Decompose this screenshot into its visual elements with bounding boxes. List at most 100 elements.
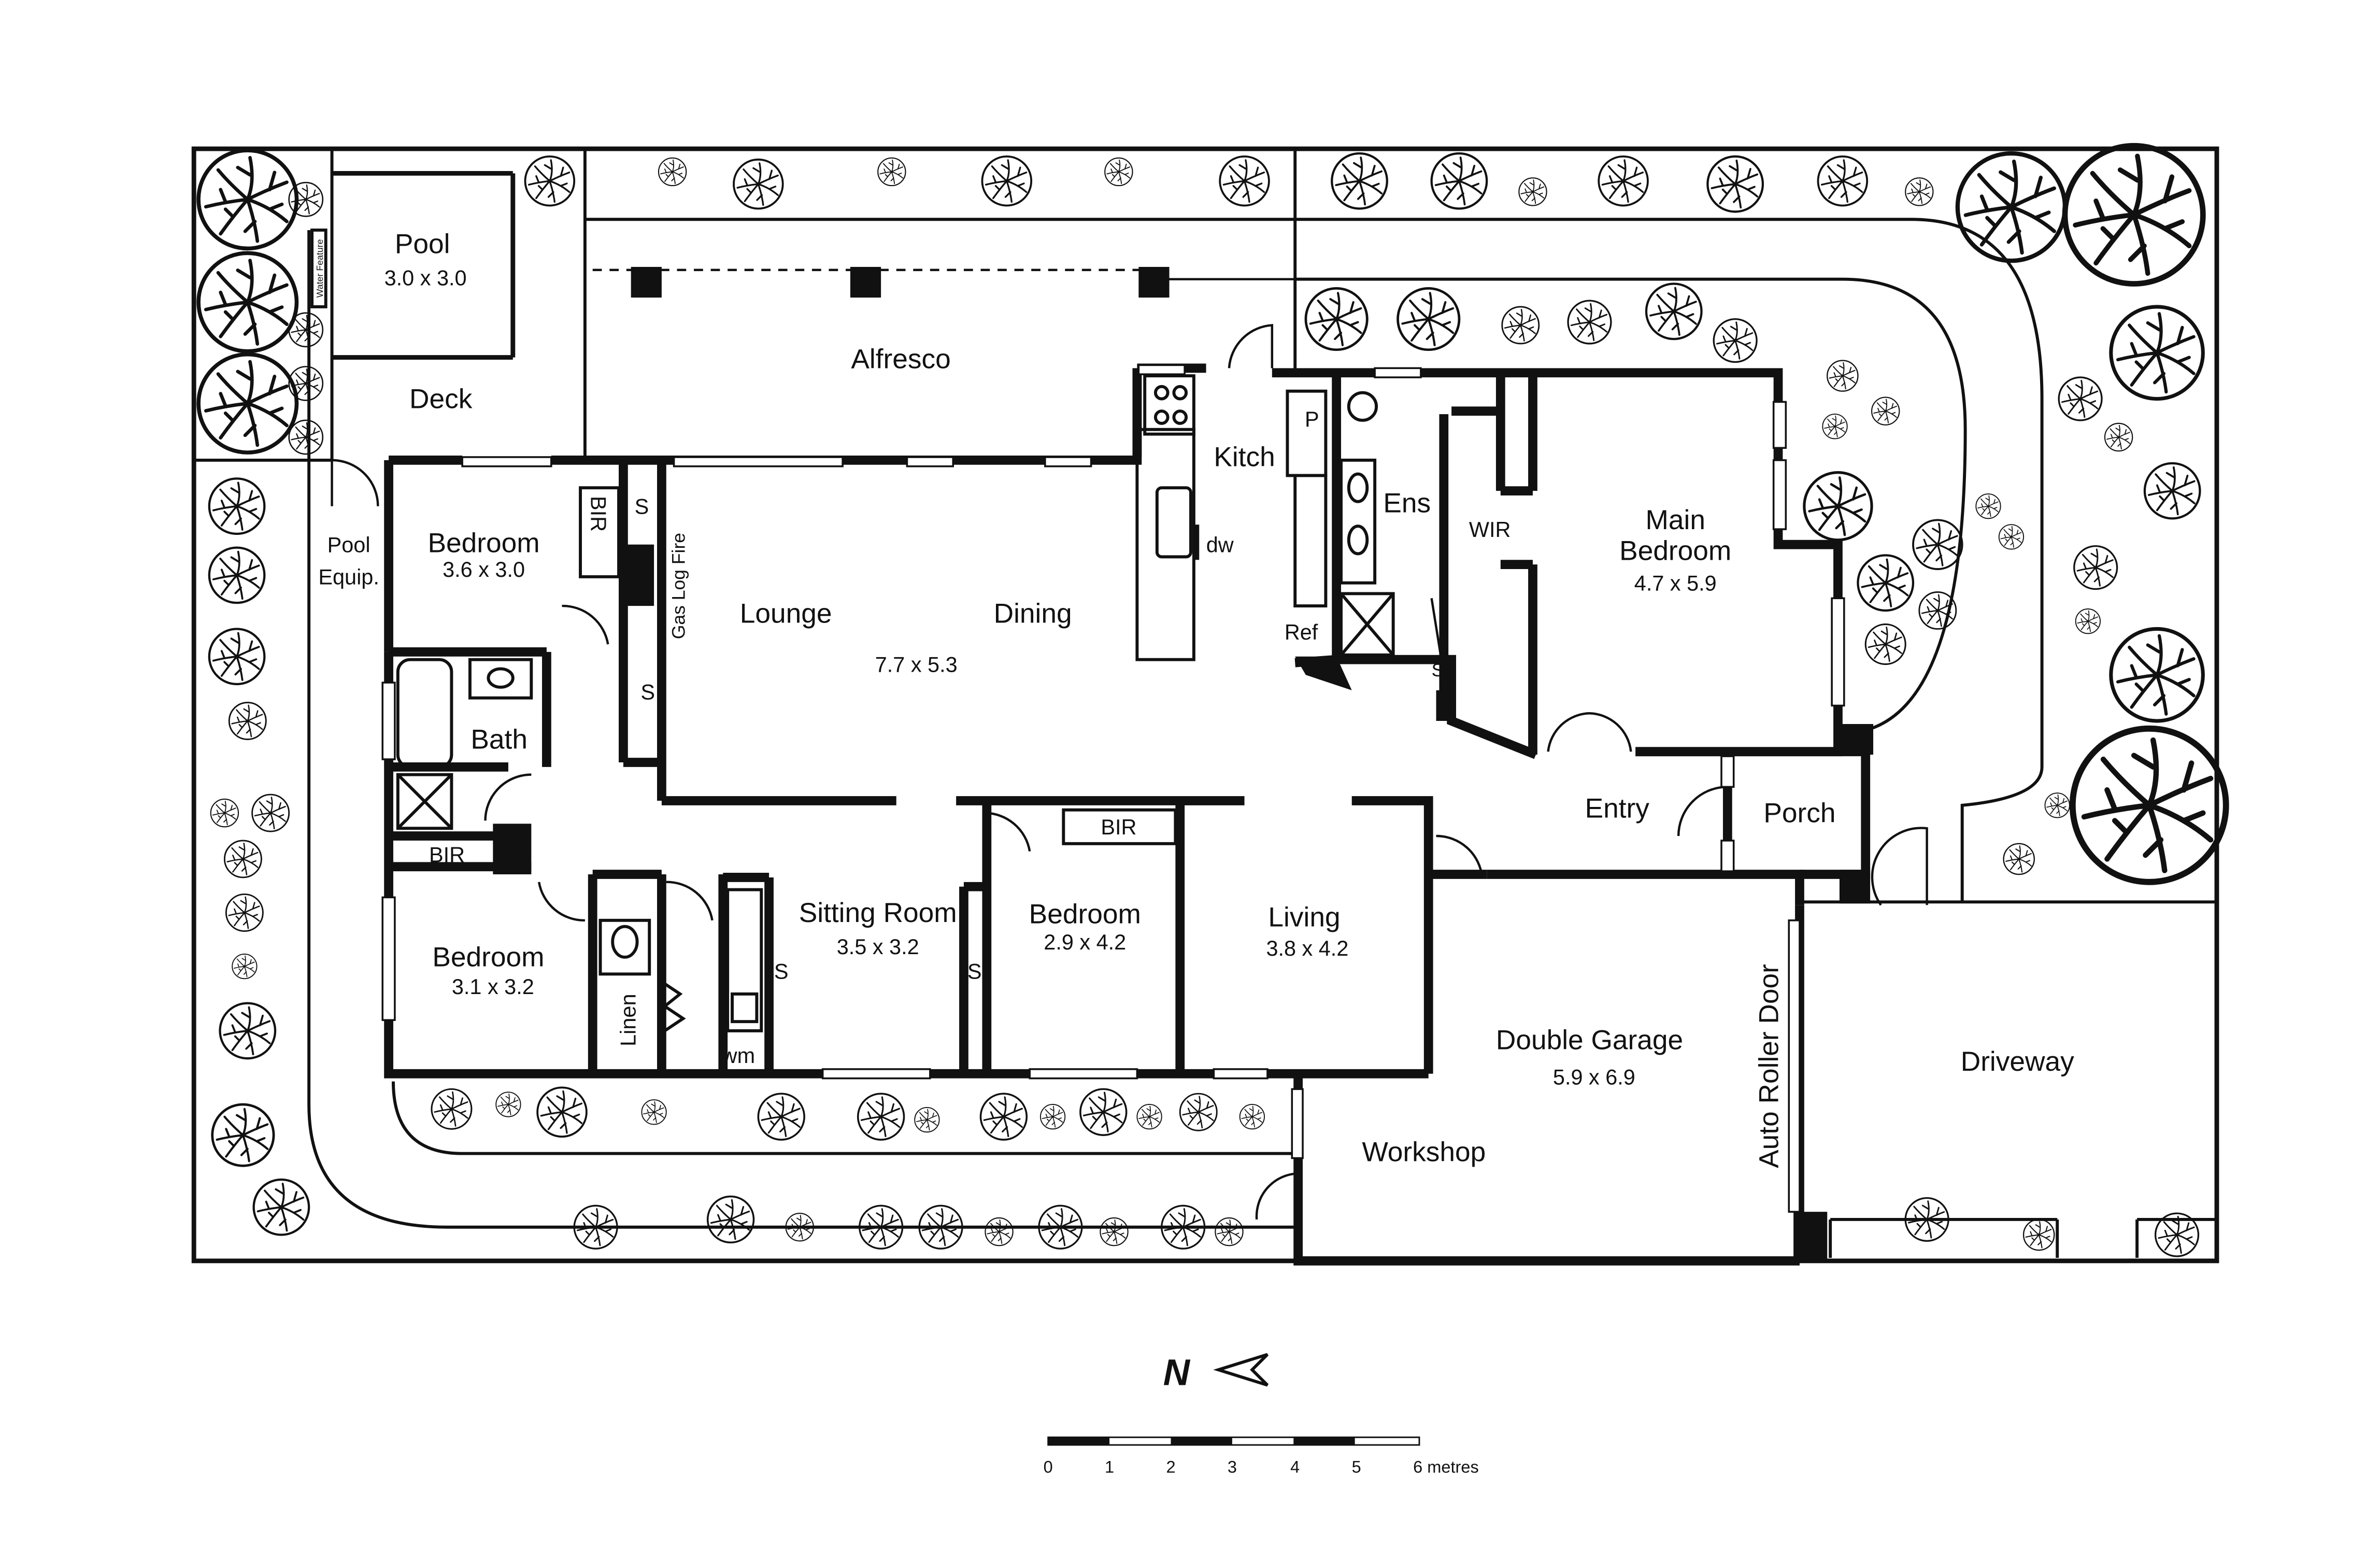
storage-2-label: S — [640, 680, 655, 704]
lounge-dining-dimensions: 7.7 x 5.3 — [875, 652, 958, 676]
scale-tick-1: 1 — [1105, 1457, 1114, 1476]
linen-label: Linen — [616, 994, 640, 1046]
bedroom-s-dimensions: 2.9 x 4.2 — [1044, 930, 1126, 954]
bath-label: Bath — [471, 724, 528, 755]
windows — [381, 364, 1845, 1213]
tree-icon — [1136, 1104, 1162, 1130]
porch-label: Porch — [1763, 798, 1835, 828]
tree-icon — [1079, 1088, 1128, 1136]
wm-label: wm — [721, 1043, 755, 1068]
tree-icon — [985, 1217, 1014, 1246]
bir-nw-label: BIR — [587, 496, 611, 532]
wir-label: WIR — [1469, 517, 1511, 542]
tree-icon — [198, 253, 296, 351]
main-bedroom-label-1: Main — [1646, 505, 1705, 535]
tree-icon — [1822, 414, 1848, 439]
ref-label: Ref — [1285, 620, 1318, 644]
tree-icon — [1332, 153, 1387, 209]
ensuite-label: Ens — [1383, 488, 1431, 519]
tree-icon — [254, 1180, 309, 1235]
tree-icon — [2111, 629, 2203, 721]
tree-icon — [1598, 155, 1649, 207]
tree-icon — [2075, 608, 2101, 634]
tree-icon — [857, 1093, 905, 1141]
tree-icon — [1239, 1104, 1265, 1130]
scale-bar: 0 1 2 3 4 5 6 metres — [1044, 1436, 1479, 1476]
main-bedroom-label-2: Bedroom — [1619, 535, 1731, 566]
tree-icon — [209, 478, 265, 534]
tree-icon — [524, 155, 576, 207]
north-compass: N — [1163, 1353, 1269, 1394]
pool-equip-label-2: Equip. — [318, 565, 379, 589]
tree-icon — [228, 702, 267, 740]
wall-blocks — [493, 544, 1874, 1261]
tree-icon — [495, 1091, 521, 1117]
auto-roller-door-label: Auto Roller Door — [1754, 964, 1785, 1168]
workshop-label: Workshop — [1362, 1137, 1486, 1167]
tree-icon — [1905, 177, 1934, 206]
tree-icon — [1100, 1217, 1129, 1246]
tree-icon — [1215, 1217, 1244, 1246]
bedroom-nw-label: Bedroom — [427, 528, 539, 558]
tree-icon — [1567, 300, 1612, 345]
gas-log-fire-label: Gas Log Fire — [668, 533, 689, 639]
tree-icon — [1864, 623, 1906, 665]
tree-icon — [212, 1104, 274, 1166]
pool-equip-label-1: Pool — [327, 532, 370, 557]
tree-icon — [209, 548, 265, 603]
built-ins — [310, 228, 1395, 1032]
double-garage-dimensions: 5.9 x 6.9 — [1553, 1065, 1635, 1089]
sitting-room-dimensions: 3.5 x 3.2 — [837, 934, 919, 959]
tree-icon — [979, 1093, 1028, 1141]
scale-tick-2: 2 — [1166, 1457, 1175, 1476]
tree-icon — [2111, 307, 2203, 399]
tree-icon — [198, 150, 296, 248]
tree-icon — [641, 1099, 667, 1125]
living-label: Living — [1268, 902, 1340, 933]
tree-icon — [220, 1003, 275, 1059]
tree-icon — [251, 793, 290, 832]
tree-icon — [1501, 306, 1540, 345]
tree-icon — [288, 419, 324, 455]
tree-icon — [914, 1107, 940, 1133]
tree-icon — [2065, 146, 2203, 283]
entry-label: Entry — [1585, 793, 1650, 824]
tree-icon — [1707, 157, 1763, 212]
pool-label: Pool — [395, 229, 450, 259]
tree-icon — [2073, 545, 2118, 590]
tree-icon — [198, 354, 296, 452]
tree-icon — [225, 894, 264, 932]
tree-icon — [1104, 157, 1133, 187]
pergola-post — [631, 266, 662, 298]
bedroom-s-label: Bedroom — [1029, 899, 1141, 930]
bir-s-label: BIR — [1101, 815, 1136, 839]
tree-icon — [1432, 153, 1487, 209]
doors — [331, 324, 1928, 1220]
bedroom-sw-dimensions: 3.1 x 3.2 — [452, 974, 534, 999]
tree-icon — [1306, 288, 1367, 349]
sitting-room-label: Sitting Room — [799, 898, 957, 928]
storage-4-label: S — [967, 959, 982, 983]
tree-icon — [877, 157, 906, 187]
tree-icon — [1713, 318, 1758, 363]
tree-icon — [1039, 1104, 1066, 1130]
north-arrow-icon — [1213, 1353, 1269, 1387]
tree-icon — [1998, 524, 2025, 550]
scale-tick-3: 3 — [1228, 1457, 1237, 1476]
tree-icon — [288, 181, 324, 217]
tree-icon — [2145, 463, 2200, 519]
pergola-post — [850, 266, 881, 298]
tree-icon — [757, 1093, 805, 1141]
dining-label: Dining — [994, 599, 1072, 629]
storage-1-label: S — [635, 494, 649, 518]
tree-icon — [223, 840, 262, 878]
lounge-label: Lounge — [740, 599, 832, 629]
tree-icon — [2104, 422, 2133, 452]
tree-icon — [1219, 155, 1270, 207]
site-outline — [191, 146, 2219, 1264]
tree-icon — [981, 155, 1033, 207]
tree-icon — [1518, 177, 1547, 206]
scale-tick-6: 6 metres — [1413, 1457, 1479, 1476]
driveway-label: Driveway — [1961, 1046, 2074, 1077]
